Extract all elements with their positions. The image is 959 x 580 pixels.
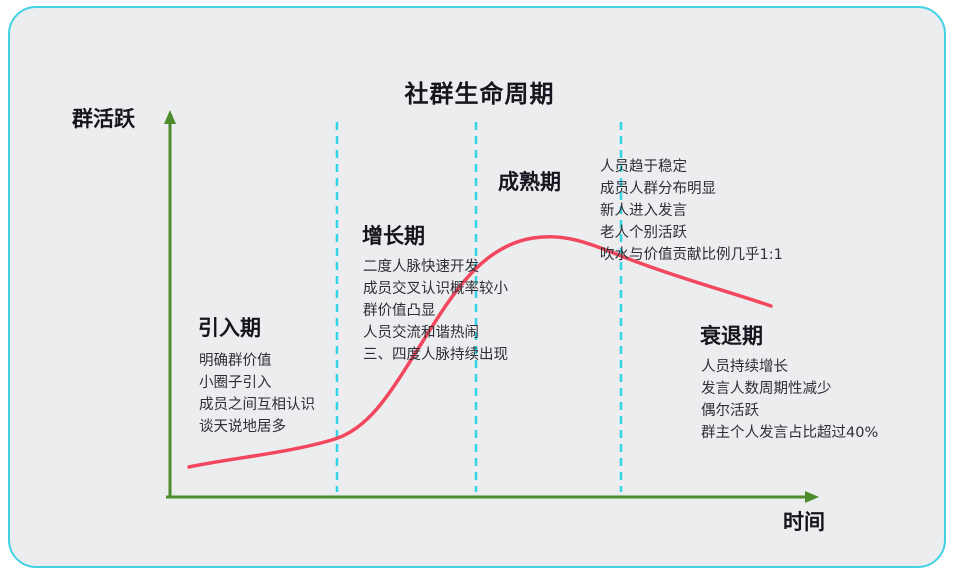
phase-note: 三、四度人脉持续出现 [363, 347, 508, 363]
phase-label-decline: 衰退期 [700, 324, 763, 348]
phase-note: 小圈子引入 [199, 375, 272, 391]
y-axis-arrow-icon [164, 110, 176, 124]
phase-note: 二度人脉快速开发 [363, 259, 479, 275]
phase-label-growth: 增长期 [362, 224, 425, 248]
phase-note: 新人进入发言 [600, 203, 687, 219]
phase-note: 明确群价值 [199, 353, 272, 369]
phase-note: 群价值凸显 [363, 303, 436, 319]
y-axis-label: 群活跃 [72, 107, 135, 131]
phase-label-maturity: 成熟期 [498, 170, 561, 194]
phase-note: 成员之间互相认识 [199, 397, 315, 413]
phase-note: 老人个别活跃 [600, 225, 687, 241]
phase-note: 偶尔活跃 [701, 403, 759, 419]
phase-note: 发言人数周期性减少 [701, 381, 832, 397]
phase-note: 谈天说地居多 [199, 419, 286, 435]
phase-note: 成员人群分布明显 [600, 181, 716, 197]
phase-note: 人员持续增长 [701, 359, 788, 375]
phase-notes-maturity: 人员趋于稳定 成员人群分布明显 新人进入发言 老人个别活跃 吹水与价值贡献比例几… [600, 156, 783, 266]
phase-notes-introduction: 明确群价值 小圈子引入 成员之间互相认识 谈天说地居多 [199, 350, 315, 438]
x-axis-arrow-icon [805, 491, 819, 503]
x-axis-label: 时间 [783, 510, 825, 534]
lifecycle-curve [187, 234, 773, 469]
phase-note: 人员趋于稳定 [600, 159, 687, 175]
phase-note: 吹水与价值贡献比例几乎1:1 [600, 247, 783, 263]
phase-note: 人员交流和谐热闹 [363, 325, 479, 341]
page-title: 社群生命周期 [404, 80, 555, 108]
phase-label-introduction: 引入期 [198, 316, 261, 340]
phase-notes-growth: 二度人脉快速开发 成员交叉认识概率较小 群价值凸显 人员交流和谐热闹 三、四度人… [363, 256, 508, 366]
phase-note: 群主个人发言占比超过40% [701, 425, 879, 441]
phase-note: 成员交叉认识概率较小 [363, 281, 508, 297]
phase-notes-decline: 人员持续增长 发言人数周期性减少 偶尔活跃 群主个人发言占比超过40% [701, 356, 878, 444]
